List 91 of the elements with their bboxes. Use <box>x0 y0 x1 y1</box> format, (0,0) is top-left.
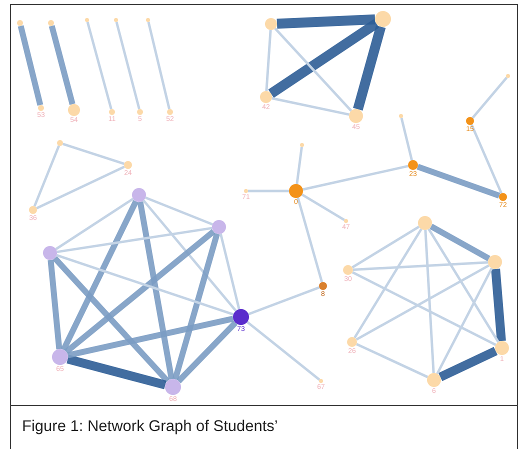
node-circle <box>495 341 509 355</box>
edge-line <box>296 146 303 184</box>
edge-line <box>428 228 500 343</box>
node-circle <box>418 216 432 230</box>
edge-line <box>67 316 234 358</box>
node-circle <box>466 117 474 125</box>
node-circle <box>343 265 353 275</box>
node-circle <box>114 18 118 22</box>
edge-line <box>48 260 62 350</box>
edge-line <box>265 30 272 92</box>
node-circle <box>48 20 54 26</box>
edge-line <box>416 164 500 198</box>
edge-line <box>64 229 216 354</box>
node-circle <box>399 114 403 118</box>
edge-line <box>56 226 212 254</box>
edge-line <box>353 25 386 111</box>
edge-line <box>272 97 350 116</box>
edge-line <box>246 321 320 381</box>
node-circle <box>265 18 277 30</box>
figure-caption: Figure 1: Network Graph of Students’ <box>22 418 278 436</box>
edge-line <box>352 271 496 346</box>
edge-line <box>145 196 213 226</box>
edge-line <box>147 22 171 110</box>
edge-line <box>302 164 408 191</box>
edge-line <box>56 254 234 316</box>
node-circle <box>137 109 143 115</box>
node-circle <box>499 193 507 201</box>
edge-line <box>354 228 422 338</box>
node-circle <box>165 379 181 395</box>
node-circle <box>85 18 89 22</box>
edge-line <box>48 25 76 105</box>
edge-line <box>176 320 238 384</box>
edge-line <box>438 346 498 382</box>
node-circle <box>17 20 23 26</box>
edge-line <box>137 201 175 380</box>
edge-line <box>301 194 345 222</box>
node-circle <box>506 74 510 78</box>
node-circle <box>146 18 150 22</box>
edge-line <box>356 342 428 378</box>
node-circle <box>375 11 391 27</box>
edge-line <box>296 197 324 282</box>
node-circle <box>347 337 357 347</box>
edge-line <box>172 232 220 380</box>
edge-line <box>491 268 506 342</box>
node-circle <box>29 206 37 214</box>
node-circle <box>260 91 272 103</box>
node-circle <box>43 246 57 260</box>
node-circle <box>68 104 80 116</box>
edge-line <box>274 28 352 112</box>
edge-line <box>142 200 237 312</box>
node-circle <box>408 160 418 170</box>
edge-line <box>86 22 112 110</box>
edge-line <box>472 76 508 119</box>
node-circle <box>57 140 63 146</box>
edge-line <box>400 118 414 160</box>
edge-line <box>356 264 490 341</box>
edge-line <box>276 14 376 29</box>
edge-line <box>36 166 125 210</box>
edge-line <box>52 256 170 384</box>
node-circle <box>349 109 363 123</box>
edge-line <box>219 234 240 310</box>
edge-line <box>33 145 60 207</box>
edge-line <box>248 286 320 316</box>
node-circle <box>319 379 323 383</box>
node-circle <box>212 220 226 234</box>
edge-line <box>62 142 125 165</box>
edge-line <box>424 230 435 374</box>
node-circle <box>167 109 173 115</box>
node-circle <box>132 188 146 202</box>
edge-line <box>470 124 503 194</box>
edge-line <box>115 22 140 110</box>
node-circle <box>427 373 441 387</box>
node-circle <box>488 255 502 269</box>
node-circle <box>124 161 132 169</box>
edge-line <box>248 190 289 192</box>
node-circle <box>344 219 348 223</box>
node-circle <box>233 309 249 325</box>
node-circle <box>109 109 115 115</box>
node-circle <box>300 143 304 147</box>
edge-line <box>352 261 488 271</box>
edge-line <box>436 268 493 374</box>
edge-line <box>55 198 134 250</box>
edge-line <box>430 224 490 262</box>
node-circle <box>38 105 44 111</box>
node-circle <box>319 282 327 290</box>
node-circle <box>244 189 248 193</box>
edge-line <box>352 226 420 268</box>
node-circle <box>52 349 68 365</box>
node-circle <box>289 184 303 198</box>
edge-line <box>268 19 380 98</box>
edge-line <box>66 354 166 390</box>
